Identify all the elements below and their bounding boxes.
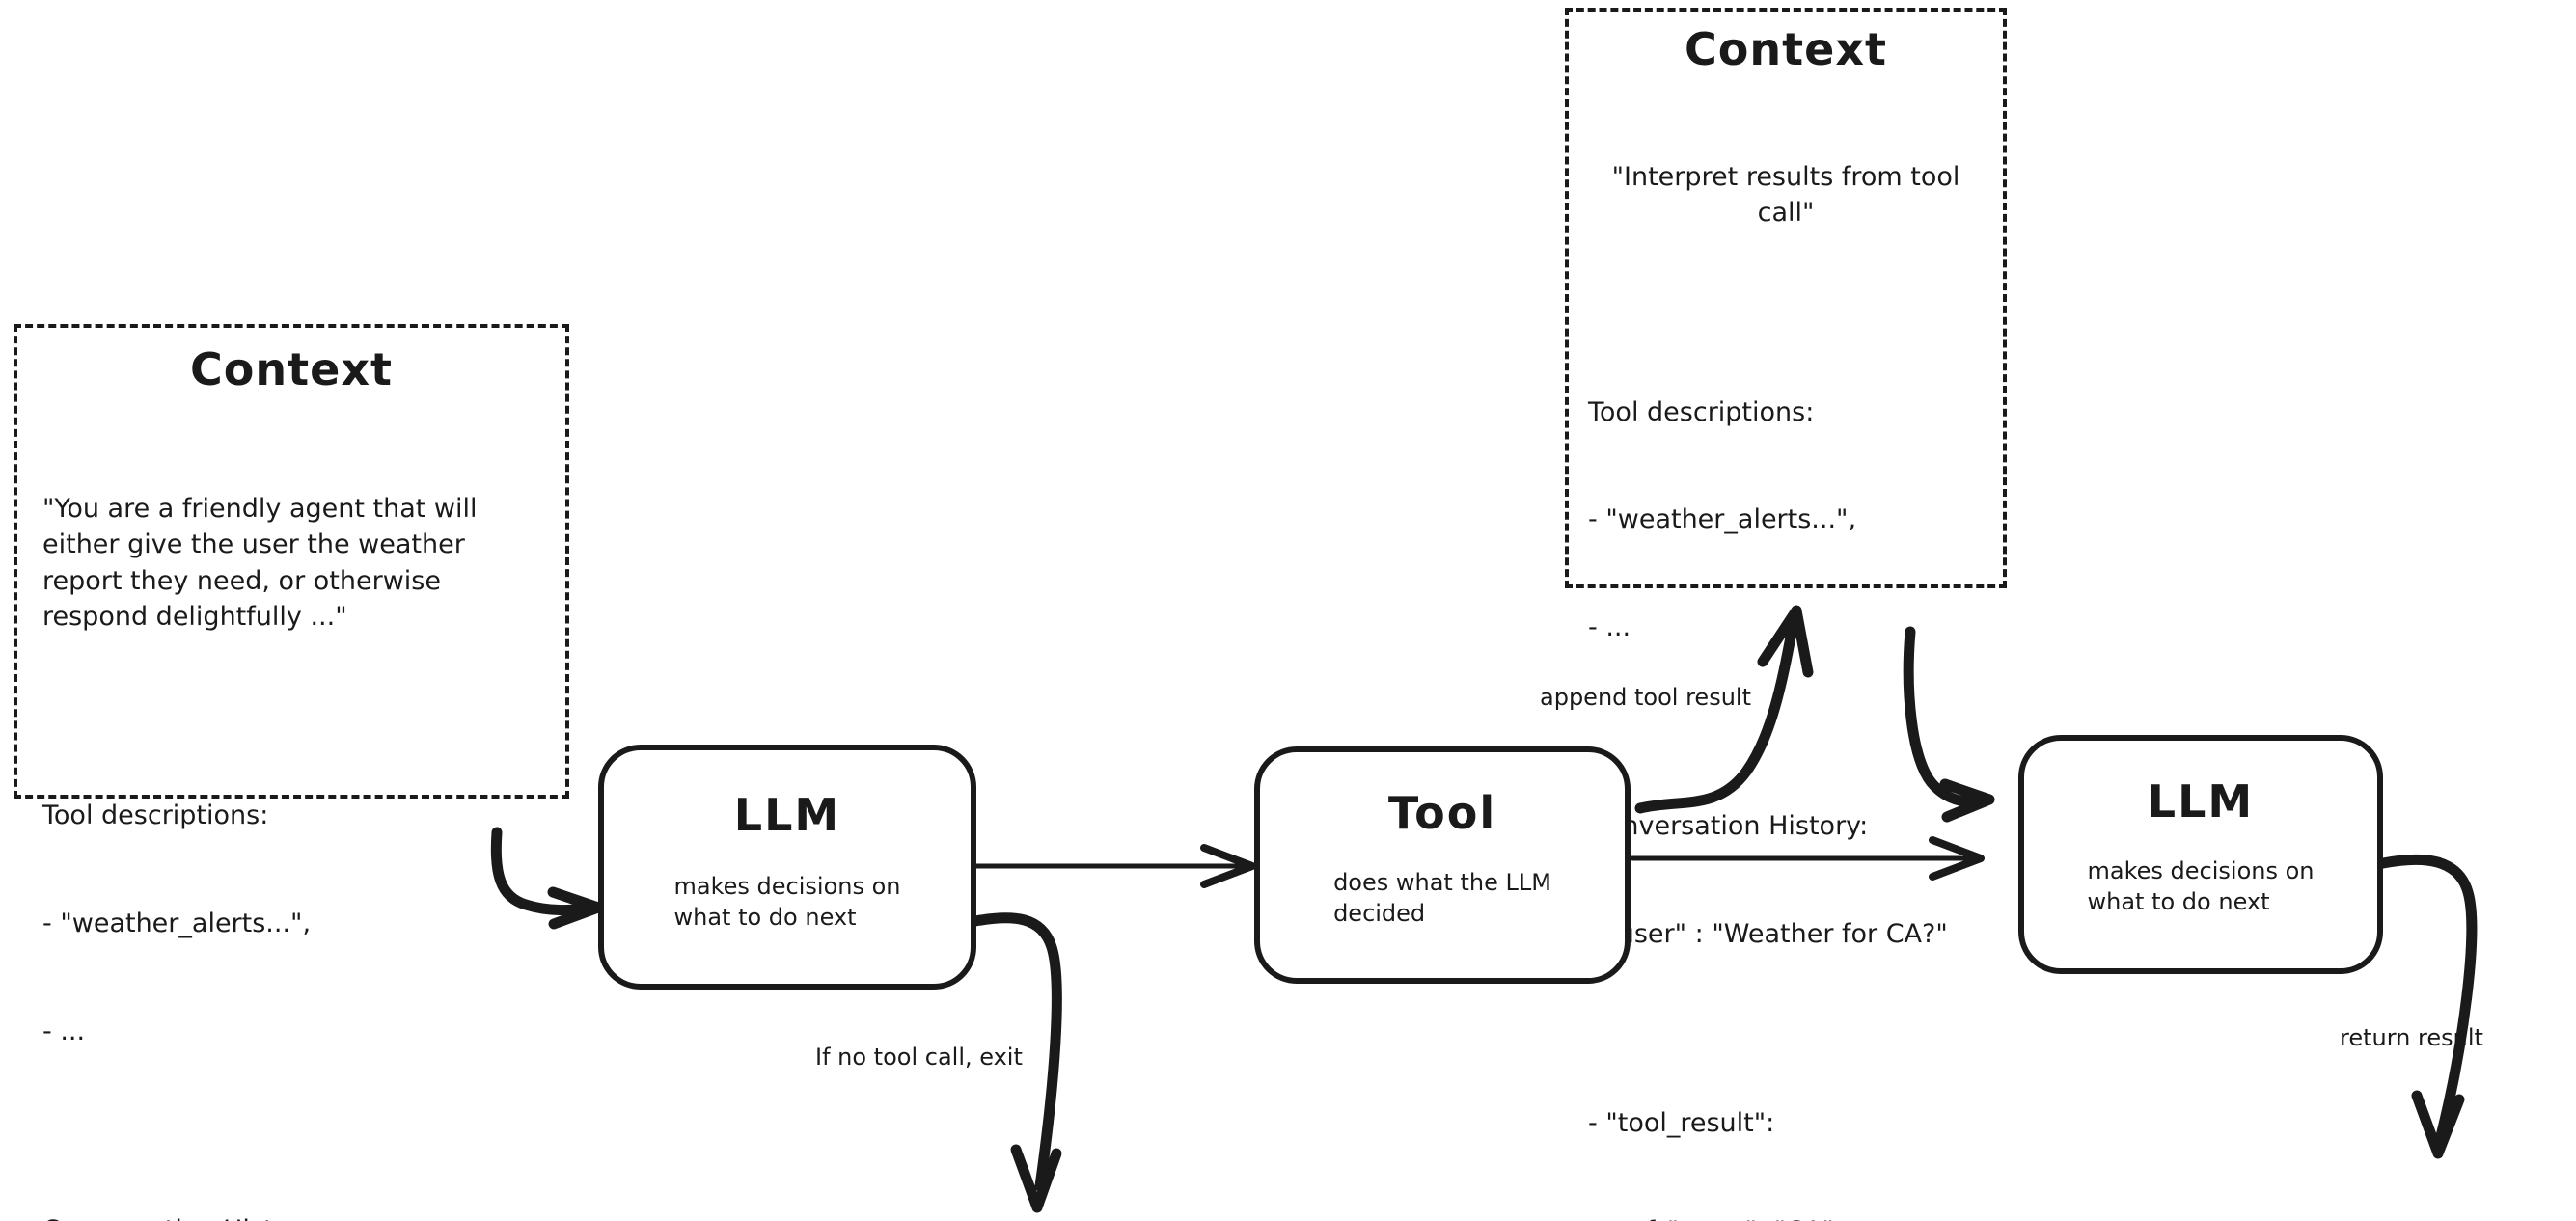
edge-label-exit: If no tool call, exit bbox=[815, 1044, 1023, 1071]
node-tool[interactable]: Tool does what the LLM decided bbox=[1254, 746, 1631, 984]
node-tool-title: Tool bbox=[1387, 787, 1497, 839]
context-box-left: Context "You are a friendly agent that w… bbox=[14, 324, 569, 1221]
context-right-system-prompt: "Interpret results from tool call" bbox=[1611, 162, 1968, 229]
edge-label-append-tool-result: append tool result bbox=[1540, 684, 1751, 711]
context-left-system-prompt: "You are a friendly agent that will eith… bbox=[42, 494, 478, 632]
context-right-result-line-1: { "state": "CA", bbox=[1588, 1213, 1984, 1221]
spacer bbox=[1588, 718, 1984, 737]
context-left-body: "You are a friendly agent that will eith… bbox=[42, 420, 540, 1221]
spacer bbox=[42, 707, 540, 726]
node-tool-subtitle: does what the LLM decided bbox=[1333, 869, 1551, 927]
node-llm-right-title: LLM bbox=[2147, 775, 2255, 828]
node-llm-left-title: LLM bbox=[733, 789, 841, 841]
context-right-tools-line-1: - "weather_alerts...", bbox=[1588, 504, 1857, 535]
spacer bbox=[42, 1121, 540, 1140]
context-left-history-heading: Conversation History: bbox=[42, 1212, 540, 1221]
context-right-tools-heading: Tool descriptions: bbox=[1588, 396, 1815, 427]
node-llm-right-subtitle: makes decisions on what to do next bbox=[2087, 857, 2315, 915]
context-right-history-line-2: - "tool_result": bbox=[1588, 1108, 1775, 1139]
context-right-title: Context bbox=[1685, 23, 1887, 75]
context-box-right: Context "Interpret results from tool cal… bbox=[1565, 8, 2007, 1221]
arrow-llm-to-tool bbox=[965, 844, 1256, 888]
node-llm-left-subtitle: makes decisions on what to do next bbox=[673, 873, 901, 931]
context-left-title: Context bbox=[190, 343, 393, 395]
context-right-history-line-1: - "user" : "Weather for CA?" bbox=[1588, 919, 1948, 950]
context-left-tools-line-1: - "weather_alerts...", bbox=[42, 908, 312, 938]
context-left-tools-heading: Tool descriptions: bbox=[42, 800, 269, 831]
context-left-tools-line-2: - ... bbox=[42, 1016, 86, 1046]
edge-label-return-result: return result bbox=[2340, 1024, 2483, 1051]
context-right-body: "Interpret results from tool call" Tool … bbox=[1588, 88, 1984, 1221]
spacer bbox=[1588, 1024, 1984, 1034]
spacer bbox=[1588, 303, 1984, 322]
context-right-history-heading: Conversation History: bbox=[1588, 811, 1869, 842]
node-llm-right[interactable]: LLM makes decisions on what to do next bbox=[2018, 735, 2383, 974]
node-llm-left[interactable]: LLM makes decisions on what to do next bbox=[598, 745, 976, 990]
arrow-return-result bbox=[2377, 854, 2478, 1159]
context-right-tools-line-2: - ... bbox=[1588, 612, 1631, 643]
